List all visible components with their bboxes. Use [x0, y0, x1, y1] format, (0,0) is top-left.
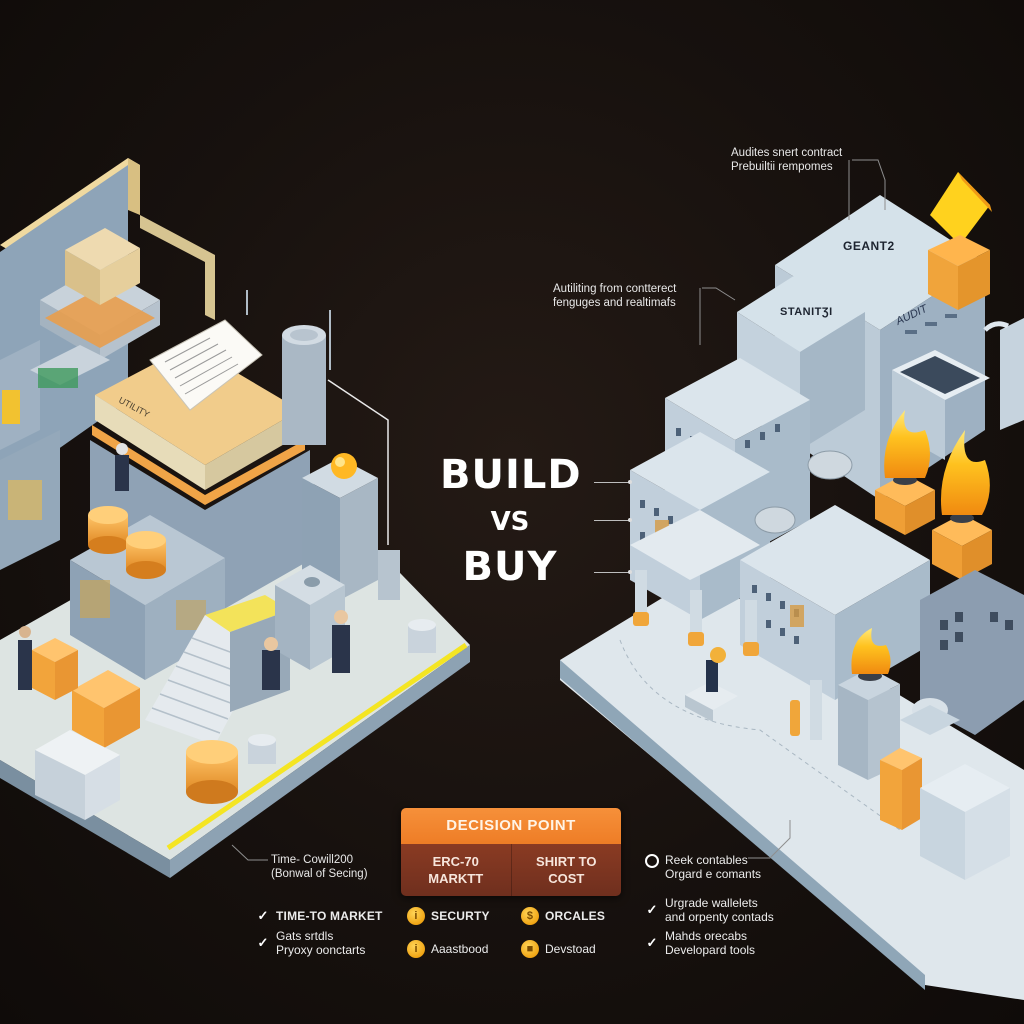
- callout-line: (Bonwal of Secing): [271, 868, 368, 880]
- coin-icon: i: [407, 940, 425, 958]
- decision-cell-build: ERC-70 MARKTT: [401, 844, 511, 896]
- middle-list-item-devstoad: ■ Devstoad: [521, 940, 596, 958]
- list-item-label: Orgard e comants: [665, 867, 762, 881]
- list-item-label: Reek contables: [665, 853, 748, 867]
- decision-point-panel: DECISION POINT ERC-70 MARKTT SHIRT TO CO…: [401, 808, 621, 896]
- callout-audited-contracts: Audites snert contract Prebuiltii rempom…: [731, 146, 842, 174]
- circle-icon: [645, 854, 659, 868]
- coin-icon: $: [521, 907, 539, 925]
- decision-cell-line: COST: [548, 871, 585, 886]
- check-icon: ✓: [257, 935, 269, 950]
- arrow-vs: [594, 518, 632, 522]
- check-icon: ✓: [257, 908, 269, 923]
- buy-city: AUDIT: [560, 172, 1024, 1000]
- list-item-label: Urgrade wallelets: [665, 896, 758, 910]
- callout-time-cost: Time- Cowill200 (Bonwal of Secing): [271, 853, 368, 881]
- list-item-label: TIME-TO MARKET: [276, 909, 383, 923]
- middle-list-item-security: i SECURTY: [407, 907, 490, 925]
- decision-cell-line: ERC-70: [432, 854, 479, 869]
- callout-line: Time- Cowill200: [271, 854, 354, 866]
- callout-connectors: [231, 159, 886, 861]
- callout-line: Autiliting from contterect: [553, 283, 677, 295]
- check-icon: ✓: [646, 935, 658, 950]
- building-label-stanit: STANITƷI: [780, 306, 833, 318]
- decision-cell-line: MARKTT: [428, 871, 484, 886]
- list-item-label: Aaastbood: [431, 942, 489, 956]
- list-item-label: Pryoxy oonctarts: [276, 943, 366, 957]
- list-item-label: SECURTY: [431, 909, 490, 923]
- middle-list-item-assetbood: i Aaastbood: [407, 940, 488, 958]
- decision-point-heading: DECISION POINT: [401, 808, 621, 844]
- building-label-geant2: GEANT2: [843, 239, 895, 253]
- title-vs: VS: [490, 507, 530, 537]
- buy-list-item: ✓ Mahds orecabs Developard tools: [645, 929, 756, 957]
- buy-list-item: Reek contables Orgard e comants: [645, 853, 761, 881]
- list-item-label: and orpenty contads: [665, 910, 774, 924]
- build-workshop: UTILITY: [0, 158, 470, 878]
- list-item-label: Developard tools: [665, 943, 756, 957]
- decision-cell-buy: SHIRT TO COST: [510, 844, 622, 896]
- coin-icon: i: [407, 907, 425, 925]
- arrow-buy: [594, 570, 632, 574]
- callout-line: fenguges and realtimafs: [553, 297, 676, 309]
- build-list-item: ✓ TIME-TO MARKET: [256, 908, 383, 924]
- decision-point-body: ERC-70 MARKTT SHIRT TO COST: [401, 844, 621, 896]
- list-item-label: Devstoad: [545, 942, 596, 956]
- check-icon: ✓: [646, 902, 658, 917]
- coin-icon: ■: [521, 940, 539, 958]
- list-item-label: Mahds orecabs: [665, 929, 748, 943]
- callout-auditing-languages: Autiliting from contterect fenguges and …: [553, 282, 676, 310]
- title-build: BUILD: [440, 452, 582, 498]
- decision-cell-line: SHIRT TO: [536, 854, 597, 869]
- middle-list-item-oracles: $ ORCALES: [521, 907, 605, 925]
- list-item-label: Gats srtdls: [276, 929, 334, 943]
- buy-list-item: ✓ Urgrade wallelets and orpenty contads: [645, 896, 774, 924]
- title-buy: BUY: [462, 544, 558, 590]
- arrow-build: [594, 480, 632, 484]
- callout-line: Prebuiltii rempomes: [731, 161, 833, 173]
- list-item-label: ORCALES: [545, 909, 606, 923]
- build-list-item: ✓ Gats srtdls Pryoxy oonctarts: [256, 929, 366, 957]
- callout-line: Audites snert contract: [731, 147, 843, 159]
